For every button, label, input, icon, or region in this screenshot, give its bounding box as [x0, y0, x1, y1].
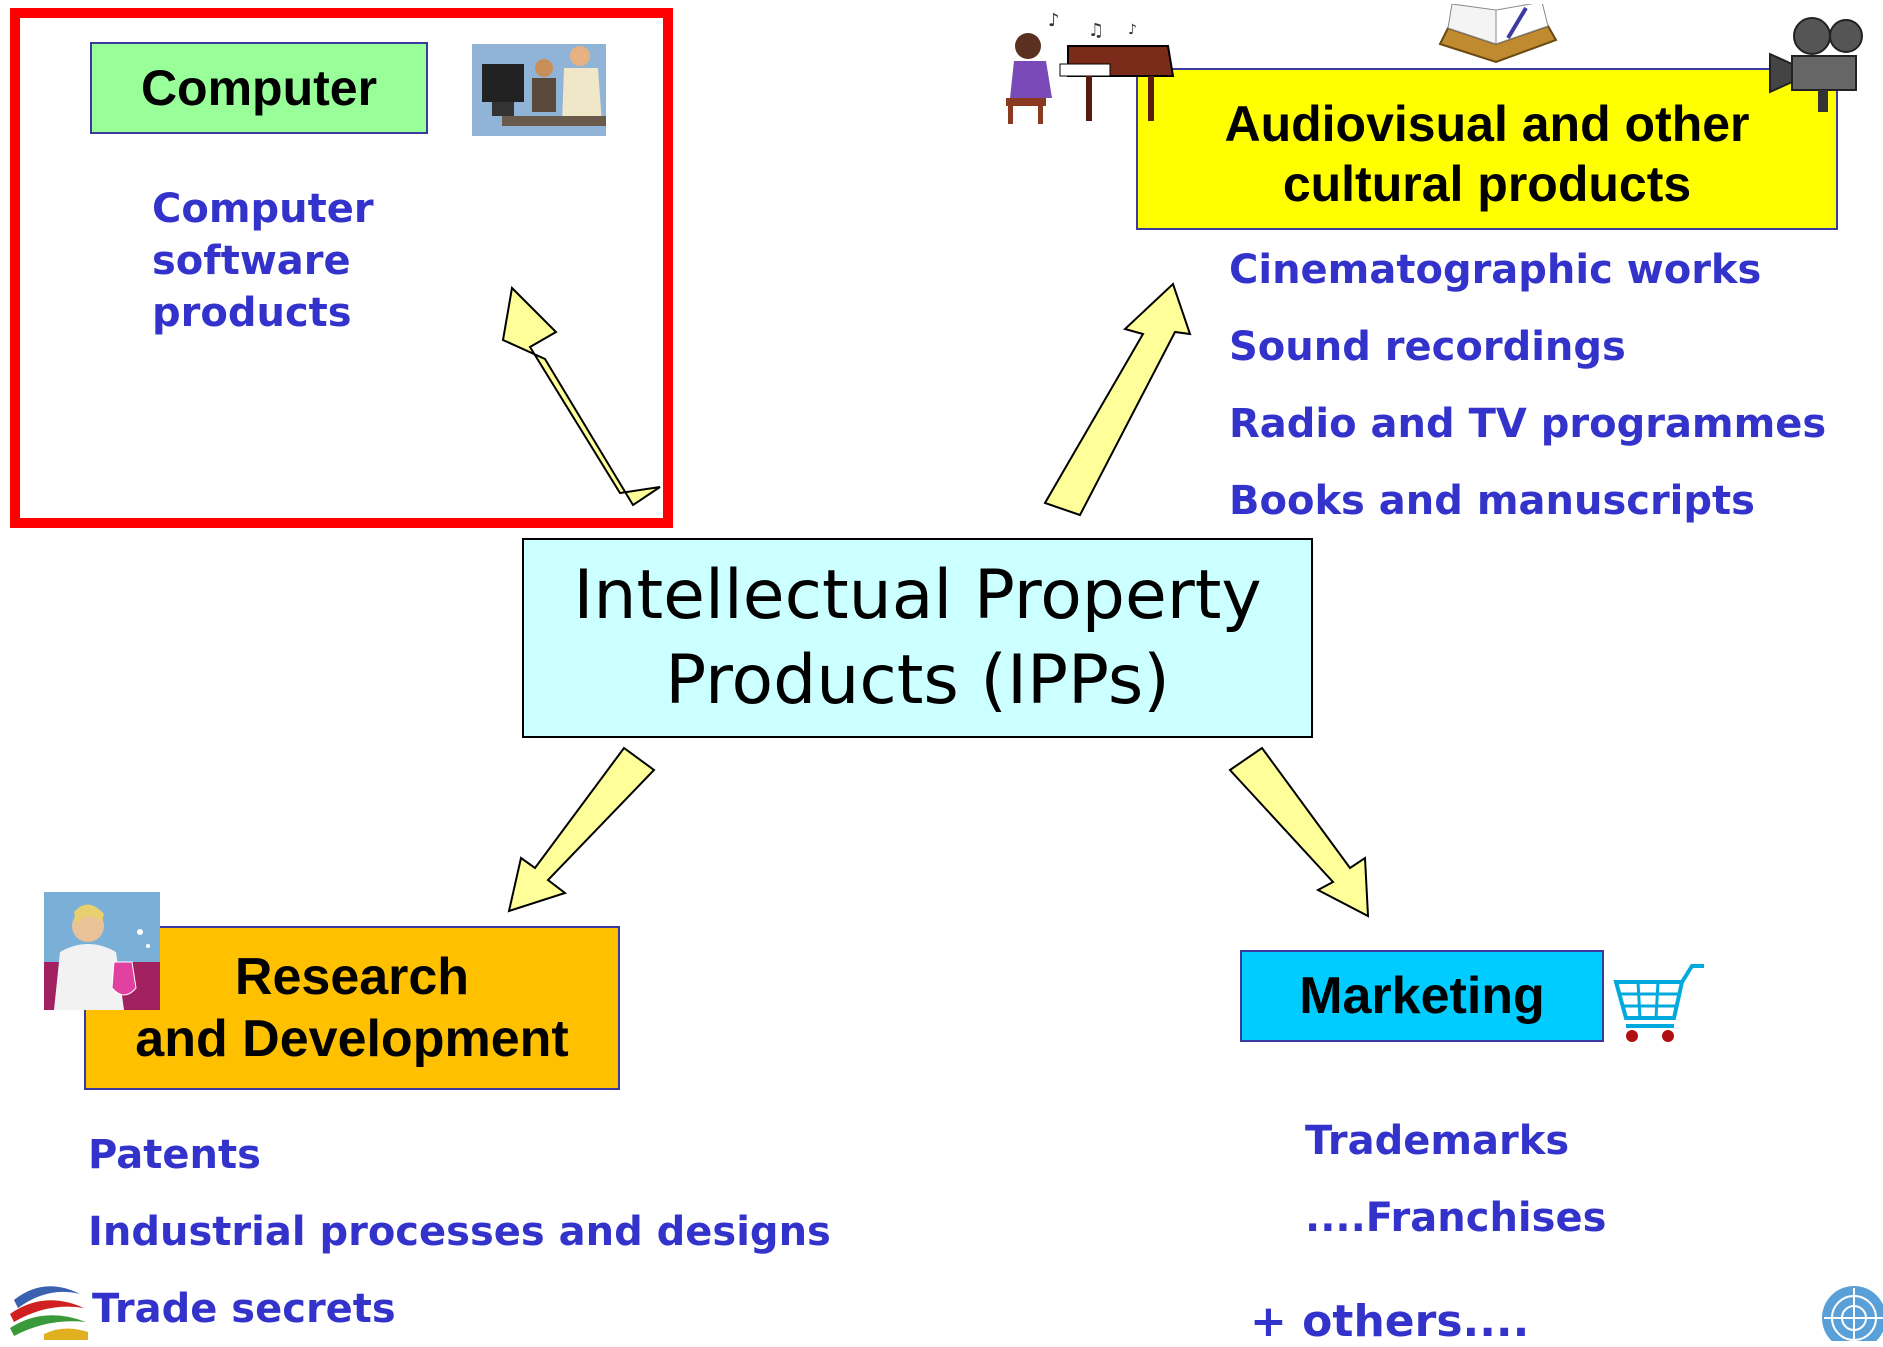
piano-player-icon: ♪ ♫ ♪: [1006, 10, 1175, 124]
un-emblem-icon: [1822, 1286, 1883, 1341]
computer-header: Computer: [90, 42, 428, 134]
office-workers-icon: [472, 44, 606, 136]
audiovisual-header: Audiovisual and other cultural products: [1136, 68, 1838, 230]
wto-logo-icon: [10, 1286, 88, 1340]
research-header: Research and Development: [84, 926, 620, 1090]
marketing-item-1: Trademarks: [1305, 1118, 1570, 1164]
computer-highlight-frame: [10, 8, 673, 528]
svg-text:♪: ♪: [1048, 10, 1060, 31]
center-title-line1: Intellectual Property: [573, 556, 1262, 635]
audiovisual-item-4: Books and manuscripts: [1229, 478, 1755, 524]
arrow-to-marketing: [1228, 746, 1370, 918]
arrow-to-research: [507, 746, 656, 913]
center-box: Intellectual Property Products (IPPs): [522, 538, 1313, 738]
computer-item-2: software: [152, 238, 351, 284]
research-title-line1: Research: [234, 947, 470, 1006]
center-title-line2: Products (IPPs): [665, 641, 1170, 720]
audiovisual-title-line2: cultural products: [1282, 156, 1692, 212]
research-title-line2: and Development: [135, 1010, 569, 1068]
research-item-2: Industrial processes and designs: [88, 1209, 831, 1255]
audiovisual-item-1: Cinematographic works: [1229, 247, 1762, 293]
audiovisual-item-3: Radio and TV programmes: [1229, 401, 1827, 447]
arrow-to-computer: [501, 285, 661, 507]
arrow-to-audiovisual: [1043, 282, 1192, 517]
audiovisual-item-2: Sound recordings: [1229, 324, 1626, 370]
research-item-1: Patents: [88, 1132, 261, 1178]
open-book-icon: [1438, 4, 1558, 64]
shopping-cart-icon: [1613, 964, 1704, 1042]
marketing-others: + others....: [1250, 1296, 1530, 1347]
marketing-header: Marketing: [1240, 950, 1604, 1042]
computer-title: Computer: [140, 60, 378, 116]
scientist-icon: [44, 892, 160, 1010]
computer-item-3: products: [152, 290, 352, 336]
svg-text:♫: ♫: [1088, 20, 1104, 41]
marketing-item-2: ....Franchises: [1305, 1195, 1607, 1241]
computer-item-1: Computer: [152, 186, 374, 232]
film-camera-icon: [1769, 17, 1863, 112]
research-item-3: Trade secrets: [92, 1286, 396, 1332]
svg-text:♪: ♪: [1128, 22, 1137, 38]
audiovisual-title-line1: Audiovisual and other: [1224, 96, 1750, 152]
marketing-title: Marketing: [1299, 966, 1545, 1025]
